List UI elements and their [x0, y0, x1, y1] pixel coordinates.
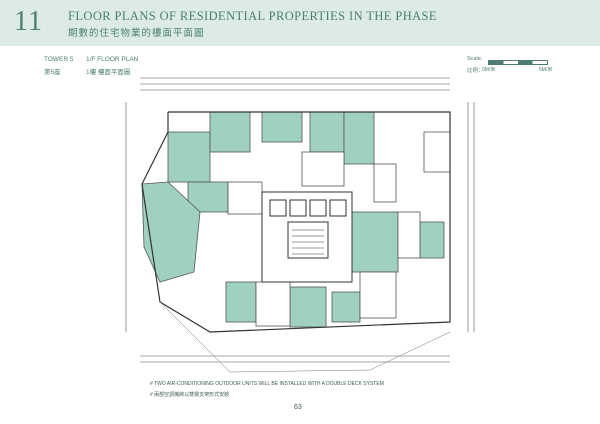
- scale-label-zh: 比例：: [467, 68, 484, 74]
- scale-bar: [488, 60, 548, 65]
- unit-e-living: [225, 281, 257, 323]
- header-band: [0, 0, 600, 46]
- section-number: 11: [14, 6, 43, 37]
- floor-plan-label: 1/F FLOOR PLAN: [86, 56, 139, 63]
- scale-start-label: 0M/米: [482, 67, 496, 73]
- unit-c-bedroom: [343, 111, 375, 165]
- footnote-en: # TWO AIR-CONDITIONING OUTDOOR UNITS WIL…: [150, 381, 384, 387]
- kitchen-c: [301, 151, 345, 187]
- unit-d-living: [351, 211, 399, 273]
- kitchen-e: [255, 281, 291, 327]
- unit-angled-wing: [141, 181, 201, 283]
- scale-label: Scale:: [467, 56, 483, 62]
- page-number: 63: [294, 404, 302, 411]
- lift-4: [329, 199, 347, 217]
- unit-a-living: [167, 131, 211, 183]
- unit-c-living: [309, 111, 345, 153]
- unit-a-bedroom: [209, 111, 251, 153]
- section-title-en: FLOOR PLANS OF RESIDENTIAL PROPERTIES IN…: [68, 9, 437, 23]
- floor-plan-svg: [125, 77, 475, 373]
- staircase: [292, 229, 324, 255]
- unit-b-bedroom: [261, 111, 303, 143]
- dimension-lines: [125, 77, 475, 363]
- scale-end-label: 5M/米: [539, 67, 553, 73]
- footnote-zh: # 兩部空調機將以雙層支架形式安裝: [150, 392, 230, 398]
- core: [261, 191, 353, 283]
- lift-1: [269, 199, 287, 217]
- tower-label-zh: 第5座: [44, 69, 61, 76]
- residential-units: [141, 111, 445, 328]
- unit-d-bedroom: [419, 221, 445, 259]
- floor-plan-drawing: [120, 72, 480, 392]
- bath-c: [373, 163, 397, 203]
- podium-outline: [159, 301, 451, 373]
- lift-3: [309, 199, 327, 217]
- external-walls: [141, 111, 451, 333]
- floor-plan-label-zh: 1樓 樓面平面圖: [86, 69, 131, 76]
- service-rooms: [227, 131, 451, 327]
- kitchen-a: [227, 181, 263, 215]
- section-title-zh: 期數的住宅物業的樓面平面圖: [68, 28, 205, 39]
- tower-label: TOWER 5: [44, 56, 74, 63]
- lift-2: [289, 199, 307, 217]
- unit-f-living: [289, 286, 327, 328]
- unit-f-bedroom: [331, 291, 361, 323]
- bath-d: [397, 211, 421, 259]
- balcony-right: [423, 131, 451, 173]
- kitchen-d: [359, 271, 397, 319]
- lift-lobby: [287, 221, 329, 259]
